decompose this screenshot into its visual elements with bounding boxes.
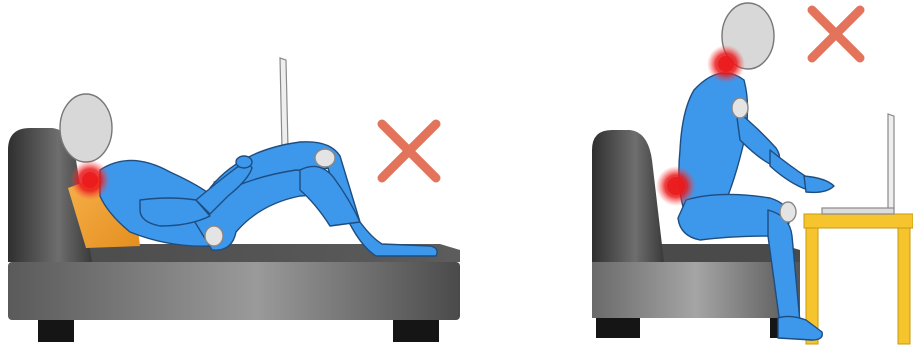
sofa-leg bbox=[393, 318, 439, 342]
laptop-screen bbox=[888, 114, 894, 212]
table bbox=[804, 214, 913, 344]
figure-head bbox=[60, 94, 112, 162]
sofa-base bbox=[8, 262, 460, 320]
sofa-leg bbox=[596, 316, 640, 338]
figure-knee bbox=[780, 202, 796, 222]
sofa-backrest bbox=[592, 130, 664, 262]
figure-hand bbox=[236, 156, 252, 168]
panel-sitting-at-table bbox=[592, 3, 913, 344]
figure-hip bbox=[205, 226, 223, 246]
figure-lying bbox=[100, 142, 437, 256]
laptop-screen bbox=[280, 58, 288, 150]
pain-core bbox=[667, 177, 685, 195]
table-leg bbox=[898, 228, 910, 344]
panel-lying-on-sofa bbox=[8, 58, 460, 342]
laptop bbox=[822, 114, 894, 214]
figure-knee bbox=[315, 149, 335, 167]
cross-mark-icon bbox=[382, 124, 436, 178]
sofa-leg bbox=[38, 318, 74, 342]
pain-core bbox=[82, 172, 98, 188]
table-top bbox=[804, 214, 913, 228]
laptop-base bbox=[822, 208, 894, 214]
figure-shoulder bbox=[732, 98, 748, 118]
cross-mark-icon bbox=[812, 10, 860, 58]
sofa-base bbox=[592, 262, 800, 318]
figure-hand bbox=[804, 176, 834, 192]
pain-core bbox=[718, 56, 734, 72]
